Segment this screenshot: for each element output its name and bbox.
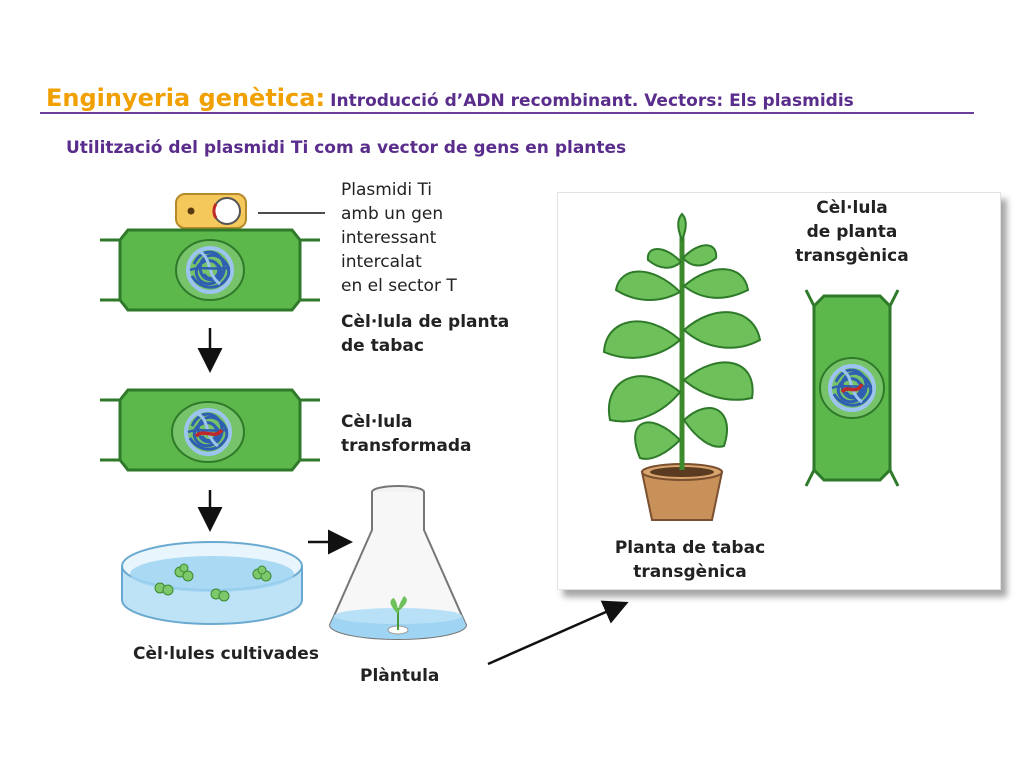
tobacco-cell-label: Cèl·lula de planta de tabac — [341, 310, 509, 358]
transgenic-plant-cell — [804, 289, 900, 487]
plasmid-label-line: amb un gen — [341, 204, 444, 224]
transgenic-plant-illustration — [602, 212, 762, 521]
page-subtitle: Utilització del plasmidi Ti com a vector… — [66, 138, 627, 158]
arrow-to-transgenic-plant — [487, 600, 629, 666]
erlenmeyer-flask — [328, 485, 468, 640]
transformed-cell-label: Cèl·lula transformada — [341, 410, 472, 458]
page-title: Enginyeria genètica: Introducció d’ADN r… — [46, 84, 854, 112]
plasmid-label-line: intercalat — [341, 252, 422, 272]
ti-plasmid-ring — [213, 197, 241, 225]
transformed-cell-label-line: transformada — [341, 436, 472, 456]
plasmid-label: Plasmidi Ti amb un gen interessant inter… — [341, 178, 457, 298]
plasmid-label-line: Plasmidi Ti — [341, 180, 433, 200]
agrobacterium-with-plasmid — [175, 193, 247, 229]
plasmid-label-line: interessant — [341, 228, 437, 248]
transgenic-cell-label-line: de planta — [806, 222, 898, 242]
plantlet-label: Plàntula — [360, 666, 440, 686]
petri-dish — [121, 541, 303, 625]
transformed-cell — [100, 388, 320, 472]
title-sub: Introducció d’ADN recombinant. Vectors: … — [330, 91, 854, 111]
title-underline — [40, 112, 974, 114]
inserted-gene-mark — [840, 383, 864, 394]
tobacco-cell-label-line: de tabac — [341, 336, 424, 356]
ti-plasmid-insert — [212, 203, 218, 219]
tobacco-cell-label-line: Cèl·lula de planta — [341, 312, 510, 332]
transgenic-cell-label-line: transgènica — [795, 246, 909, 266]
inserted-gene-mark — [194, 428, 224, 438]
transformed-cell-label-line: Cèl·lula — [341, 412, 413, 432]
leaves — [602, 212, 762, 460]
cell-colonies — [154, 563, 272, 602]
tobacco-cell — [100, 228, 320, 312]
transgenic-plant-label-line: Planta de tabac — [614, 538, 766, 558]
plantlet-icon — [387, 596, 409, 635]
transgenic-cell-label-line: Cèl·lula — [816, 198, 888, 218]
title-main: Enginyeria genètica: — [46, 84, 326, 112]
transgenic-plant-label-line: transgènica — [633, 562, 747, 582]
transgenic-plant-label: Planta de tabac transgènica — [602, 536, 778, 584]
bacterium-chromosome-dot — [187, 207, 195, 215]
cultured-cells-label: Cèl·lules cultivades — [133, 644, 319, 664]
plasmid-label-line: en el sector T — [341, 276, 457, 296]
transgenic-cell-label: Cèl·lula de planta transgènica — [782, 196, 922, 268]
